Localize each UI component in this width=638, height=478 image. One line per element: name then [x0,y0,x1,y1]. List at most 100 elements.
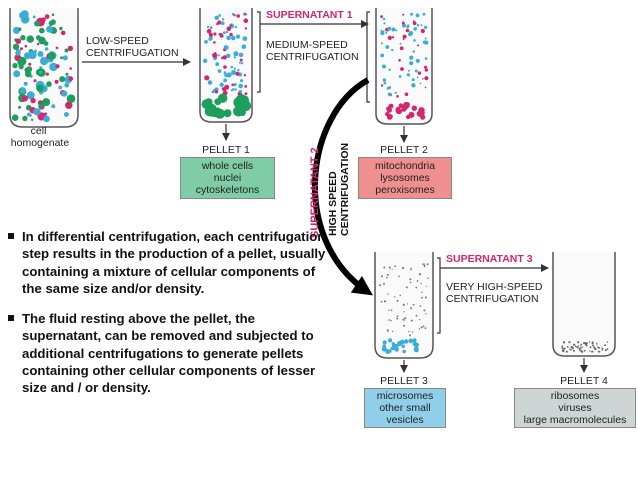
particle [382,340,387,345]
particle [64,82,70,88]
particle [380,300,383,303]
particle [223,45,228,49]
particle [33,108,41,116]
particle [387,35,392,41]
particle [380,275,383,278]
particle [387,293,389,295]
particle [51,13,55,17]
particle [233,83,237,87]
particle [23,81,28,86]
particle [244,13,248,16]
particle [225,30,229,34]
particle [391,343,396,348]
particle [238,83,243,89]
particle [401,344,405,349]
particle [413,20,415,23]
particle [203,58,208,63]
particle [418,319,421,321]
particle [20,47,23,51]
particle [561,345,564,348]
particle [380,29,383,32]
pellet-2-title: PELLET 2 [380,144,428,156]
particle [401,267,405,270]
particle [240,79,244,83]
particle [226,53,231,58]
particle [55,46,59,50]
particle [412,338,417,343]
particle [217,69,222,73]
particle [406,25,410,29]
particle [240,95,249,105]
particle [209,26,213,29]
particle [24,70,32,78]
particle [391,48,394,52]
pellet-1-item: whole cells [201,160,254,172]
particle [424,327,427,330]
particle [422,12,426,16]
particle [424,37,427,40]
particle [390,309,393,312]
particle [408,330,410,333]
particle [410,269,412,271]
particle [61,90,68,97]
particle [12,62,18,69]
particle [20,35,26,41]
particle [412,341,418,347]
particle [40,57,49,66]
particle [214,15,219,20]
step-1-label: LOW-SPEED CENTRIFUGATION [86,35,179,59]
particle [403,319,406,321]
particle [223,65,227,69]
particle [18,105,21,109]
particle [420,282,422,285]
particle [408,31,414,36]
particle [28,50,37,60]
particle [243,18,249,24]
particle [49,23,53,26]
particle [64,48,69,53]
particle [58,85,63,90]
particle [406,303,409,305]
particle [204,40,208,44]
particle [402,303,405,306]
particle [204,75,210,81]
particle [416,24,420,27]
particle [214,90,219,94]
particle [383,81,387,85]
particle [394,91,397,94]
particle [46,25,53,33]
particle [403,317,405,320]
particle [213,41,216,44]
particle [604,344,606,347]
particle [19,11,27,20]
bullet-square-icon [8,315,14,322]
step-2-label: MEDIUM-SPEED CENTRIFUGATION [266,39,359,63]
particle [388,68,391,72]
particle [24,44,28,48]
particle [231,70,237,75]
particle [26,91,35,100]
tube-4-particles [379,263,429,354]
particle [412,21,417,26]
particle [231,35,236,41]
particle [238,52,244,58]
particle [22,115,28,122]
particle [388,309,390,311]
particle [404,339,409,344]
particle [26,112,31,117]
particle [67,45,73,52]
particle [589,350,591,352]
particle [424,86,427,89]
particle [404,317,407,319]
particle [42,98,51,107]
particle [406,73,410,77]
particle [414,69,418,73]
particle [39,66,43,70]
particle [55,64,60,69]
particle [406,114,411,120]
particle [402,319,404,321]
pellet-1-item: nuclei [213,172,242,184]
particle [591,350,594,353]
particle [391,27,396,32]
